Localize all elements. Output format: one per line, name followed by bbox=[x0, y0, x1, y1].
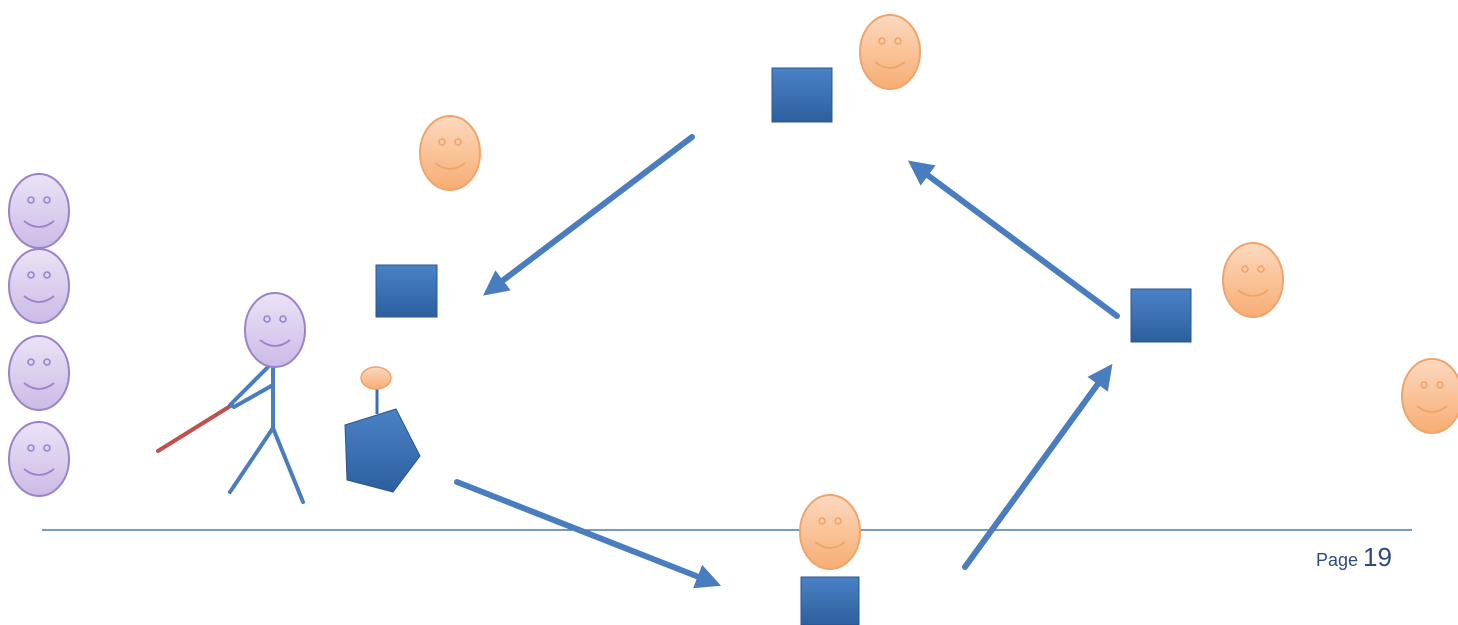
batter-head bbox=[244, 292, 306, 368]
waiting-batter-4 bbox=[8, 421, 70, 497]
page-number: 19 bbox=[1363, 542, 1392, 572]
pitcher-mound bbox=[344, 408, 421, 493]
fielder-right-field bbox=[1401, 358, 1458, 434]
pitcher bbox=[344, 366, 421, 493]
bat bbox=[156, 403, 234, 453]
players bbox=[8, 14, 1458, 570]
first-base bbox=[1130, 288, 1192, 343]
fielder-first-base bbox=[1222, 242, 1284, 318]
arrow-first-to-second bbox=[907, 160, 1120, 319]
batter bbox=[156, 356, 305, 504]
third-base bbox=[375, 264, 438, 318]
waiting-batter-3 bbox=[8, 335, 70, 411]
page-word: Page bbox=[1316, 550, 1359, 570]
fielder-catcher bbox=[799, 494, 861, 570]
running-path bbox=[454, 134, 1120, 589]
arrow-pitcher-to-home bbox=[454, 479, 722, 589]
waiting-batter-1 bbox=[8, 173, 70, 249]
arrow-second-to-third bbox=[482, 134, 695, 296]
home-base bbox=[800, 576, 860, 625]
fielder-second-base bbox=[859, 14, 921, 90]
second-base bbox=[771, 67, 833, 123]
pitcher-head bbox=[360, 366, 392, 390]
arrow-home-to-first bbox=[962, 363, 1113, 570]
waiting-batter-2 bbox=[8, 248, 70, 324]
fielder-shortstop bbox=[419, 115, 481, 191]
